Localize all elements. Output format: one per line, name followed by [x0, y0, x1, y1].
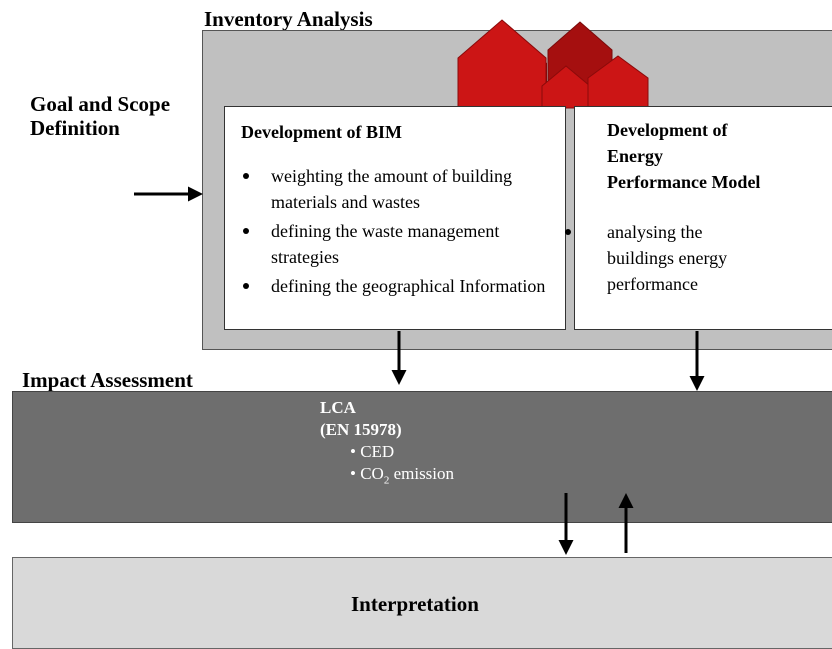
energy-title-line-2: Energy — [607, 146, 663, 166]
goal-scope-heading: Goal and Scope Definition — [30, 92, 170, 140]
bim-item-weighting: weighting the amount of building materia… — [225, 163, 565, 215]
energy-title-line-1: Development of — [607, 120, 728, 140]
energy-model-box: Development of Energy Performance Model … — [565, 106, 832, 330]
interpretation-panel — [12, 557, 832, 649]
energy-box-title: Development of Energy Performance Model — [607, 117, 832, 195]
lca-standard: (EN 15978) — [320, 420, 402, 439]
energy-item-analysing: analysing the buildings energy performan… — [547, 219, 757, 297]
bim-item-geographical: defining the geographical Information — [225, 273, 565, 299]
bim-items-list: weighting the amount of building materia… — [225, 163, 565, 299]
impact-assessment-heading: Impact Assessment — [22, 368, 193, 392]
energy-title-line-3: Performance Model — [607, 172, 761, 192]
goal-scope-line-2: Definition — [30, 116, 120, 140]
inventory-analysis-heading: Inventory Analysis — [204, 7, 373, 31]
bim-item-waste-strategies: defining the waste management strategies — [225, 218, 565, 270]
lca-title: LCA — [320, 398, 356, 417]
impact-assessment-panel — [12, 391, 832, 523]
lca-item-ced: • CED — [350, 442, 395, 461]
co2-prefix: • CO — [350, 464, 384, 483]
energy-items-list: analysing the buildings energy performan… — [565, 219, 785, 297]
goal-scope-line-1: Goal and Scope — [30, 92, 171, 116]
lca-block: LCA (EN 15978) • CED • CO2 emission — [320, 397, 454, 491]
bim-development-box: Development of BIM weighting the amount … — [224, 106, 566, 330]
co2-subscript: 2 — [383, 474, 390, 487]
co2-suffix: emission — [389, 464, 455, 483]
bim-box-title: Development of BIM — [241, 122, 402, 142]
interpretation-label: Interpretation — [351, 592, 479, 616]
lca-item-co2: • CO2 emission — [320, 463, 454, 491]
